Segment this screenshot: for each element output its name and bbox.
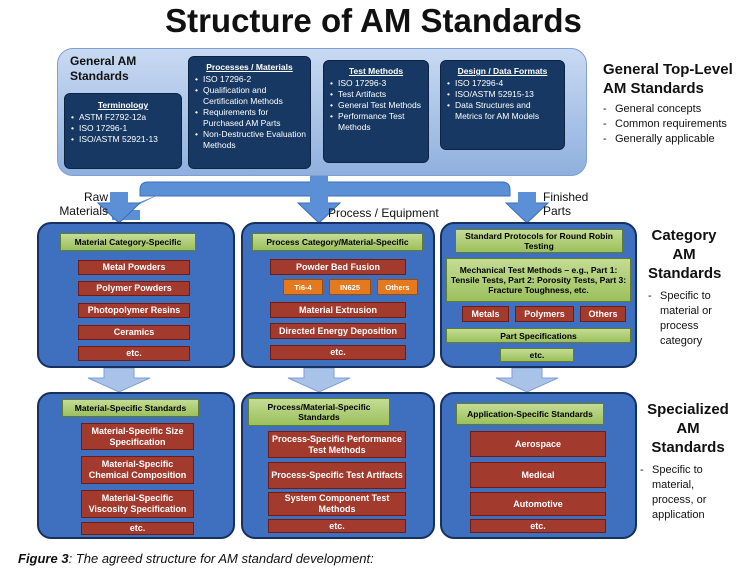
test-methods-item: Test Artifacts	[330, 89, 424, 100]
processes-item: ISO 17296-2	[195, 74, 306, 85]
directed-energy-deposition-box: Directed Energy Deposition	[270, 323, 406, 339]
application-specific-header: Application-Specific Standards	[456, 403, 604, 425]
etc-box: etc.	[81, 522, 194, 535]
figure-caption-text: : The agreed structure for AM standard d…	[68, 551, 374, 566]
automotive-box: Automotive	[470, 492, 606, 516]
etc-box: etc.	[470, 519, 606, 533]
specialized-tier-label: Specialized AM Standards Specific to mat…	[640, 400, 743, 523]
round-robin-testing-header: Standard Protocols for Round Robin Testi…	[455, 229, 623, 253]
size-specification-box: Material-Specific Size Specification	[81, 423, 194, 450]
test-methods-item: ISO 17296-3	[330, 78, 424, 89]
ti6-4-box: Ti6-4	[283, 279, 323, 295]
design-data-item: ISO 17296-4	[447, 78, 560, 89]
process-category-header: Process Category/Material-Specific	[252, 233, 423, 251]
etc-box: etc.	[500, 348, 574, 362]
figure-caption: Figure 3: The agreed structure for AM st…	[18, 551, 374, 566]
metals-box: Metals	[462, 306, 509, 322]
material-specific-header: Material-Specific Standards	[62, 399, 199, 417]
processes-item: Qualification and Certification Methods	[195, 85, 306, 107]
material-category-header: Material Category-Specific	[60, 233, 196, 251]
test-methods-box: Test Methods ISO 17296-3 Test Artifacts …	[323, 60, 429, 163]
figure-caption-label: Figure 3	[18, 551, 69, 566]
design-data-box: Design / Data Formats ISO 17296-4 ISO/AS…	[440, 60, 565, 150]
arrow-stem-left	[110, 192, 128, 204]
ceramics-box: Ceramics	[78, 325, 190, 340]
design-data-item: ISO/ASTM 52915-13	[447, 89, 560, 100]
test-methods-item: Performance Test Methods	[330, 111, 424, 133]
test-methods-heading: Test Methods	[348, 66, 404, 76]
others-box: Others	[580, 306, 626, 322]
etc-box: etc.	[78, 346, 190, 361]
general-tier-label: General Top-Level AM Standards General c…	[603, 60, 743, 147]
test-methods-item: General Test Methods	[330, 100, 424, 111]
etc-box: etc.	[268, 519, 406, 533]
polymers-box: Polymers	[515, 306, 574, 322]
category-tier-point: Specific to material or process category	[648, 289, 728, 349]
specialized-tier-point: Specific to material, process, or applic…	[640, 463, 720, 523]
process-equipment-label: Process / Equipment	[328, 206, 439, 220]
others-box: Others	[377, 279, 418, 295]
terminology-heading: Terminology	[97, 100, 149, 110]
processes-materials-box: Processes / Materials ISO 17296-2 Qualif…	[188, 56, 311, 169]
page-title: Structure of AM Standards	[165, 2, 582, 39]
raw-materials-label: Raw Materials	[59, 190, 108, 218]
general-tier-point: Generally applicable	[603, 132, 743, 147]
category-tier-title: Category AM Standards	[648, 227, 722, 282]
general-tier-point: Common requirements	[603, 117, 743, 132]
photopolymer-resins-box: Photopolymer Resins	[78, 303, 190, 318]
terminology-item: ISO 17296-1	[71, 123, 177, 134]
process-material-specific-header: Process/Material-Specific Standards	[248, 398, 390, 426]
metal-powders-box: Metal Powders	[78, 260, 190, 275]
general-tier-title: General Top-Level AM Standards	[603, 61, 733, 97]
material-extrusion-box: Material Extrusion	[270, 302, 406, 318]
finished-parts-label: Finished Parts	[543, 190, 589, 218]
processes-item: Non-Destructive Evaluation Methods	[195, 129, 306, 151]
chemical-composition-box: Material-Specific Chemical Composition	[81, 456, 194, 484]
medical-box: Medical	[470, 462, 606, 488]
specialized-tier-title: Specialized AM Standards	[647, 401, 729, 456]
in625-box: IN625	[329, 279, 371, 295]
chevron-arrow-left	[87, 367, 151, 393]
processes-item: Requirements for Purchased AM Parts	[195, 107, 306, 129]
general-tier-point: General concepts	[603, 102, 743, 117]
system-component-test-methods-box: System Component Test Methods	[268, 492, 406, 516]
powder-bed-fusion-box: Powder Bed Fusion	[270, 259, 406, 275]
category-tier-label: Category AM Standards Specific to materi…	[648, 226, 743, 349]
polymer-powders-box: Polymer Powders	[78, 281, 190, 296]
aerospace-box: Aerospace	[470, 431, 606, 457]
etc-box: etc.	[270, 345, 406, 360]
general-am-standards-label: General AM Standards	[70, 54, 137, 83]
terminology-item: ISO/ASTM 52921-13	[71, 134, 177, 145]
test-artifacts-box: Process-Specific Test Artifacts	[268, 462, 406, 489]
design-data-heading: Design / Data Formats	[457, 66, 548, 76]
arrow-stem-right	[518, 192, 536, 204]
chevron-arrow-right	[495, 367, 559, 393]
design-data-item: Data Structures and Metrics for AM Model…	[447, 100, 560, 122]
mechanical-test-methods-box: Mechanical Test Methods – e.g., Part 1: …	[446, 258, 631, 302]
arrow-stem-mid	[310, 176, 328, 204]
processes-materials-heading: Processes / Materials	[206, 62, 293, 72]
viscosity-specification-box: Material-Specific Viscosity Specificatio…	[81, 490, 194, 518]
terminology-item: ASTM F2792-12a	[71, 112, 177, 123]
terminology-box: Terminology ASTM F2792-12a ISO 17296-1 I…	[64, 93, 182, 169]
part-specifications-box: Part Specifications	[446, 328, 631, 343]
arrow-down-right	[504, 202, 550, 224]
chevron-arrow-mid	[287, 367, 351, 393]
performance-test-methods-box: Process-Specific Performance Test Method…	[268, 431, 406, 458]
